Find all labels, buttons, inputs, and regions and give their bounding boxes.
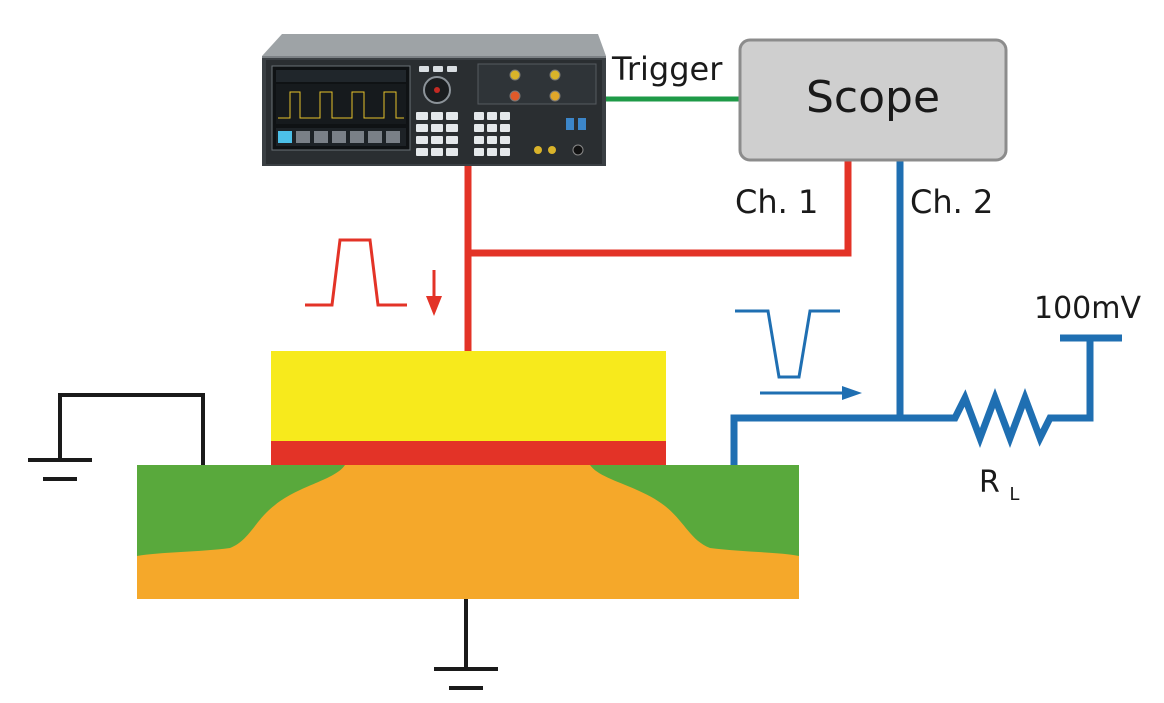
substrate-ground-icon [434, 599, 498, 690]
down-arrow-icon [426, 270, 442, 316]
ch1-label: Ch. 1 [735, 183, 818, 221]
supply-voltage-label: 100mV [1034, 291, 1141, 326]
resistor-label-subscript: L [1009, 484, 1019, 505]
pulse-generator-icon [262, 34, 606, 166]
source-ground-icon [28, 393, 205, 481]
ch2-label: Ch. 2 [910, 183, 993, 221]
gate-oxide [271, 441, 666, 465]
scope-label: Scope [806, 72, 940, 123]
resistor-label-main: R [979, 465, 1000, 500]
trigger-label: Trigger [611, 50, 723, 88]
gate-electrode [271, 351, 666, 441]
scope-box: Scope [738, 38, 1008, 162]
source-region [137, 465, 345, 556]
ch1-branch-wire [468, 160, 852, 257]
input-pulse-icon [305, 238, 407, 307]
output-pulse-icon [735, 309, 840, 379]
drain-region [590, 465, 799, 556]
resistor-symbol [938, 338, 1094, 448]
drain-wire [730, 414, 940, 466]
transistor-device [137, 351, 799, 599]
right-arrow-icon [760, 386, 862, 400]
resistor-label: R L [979, 465, 1019, 505]
